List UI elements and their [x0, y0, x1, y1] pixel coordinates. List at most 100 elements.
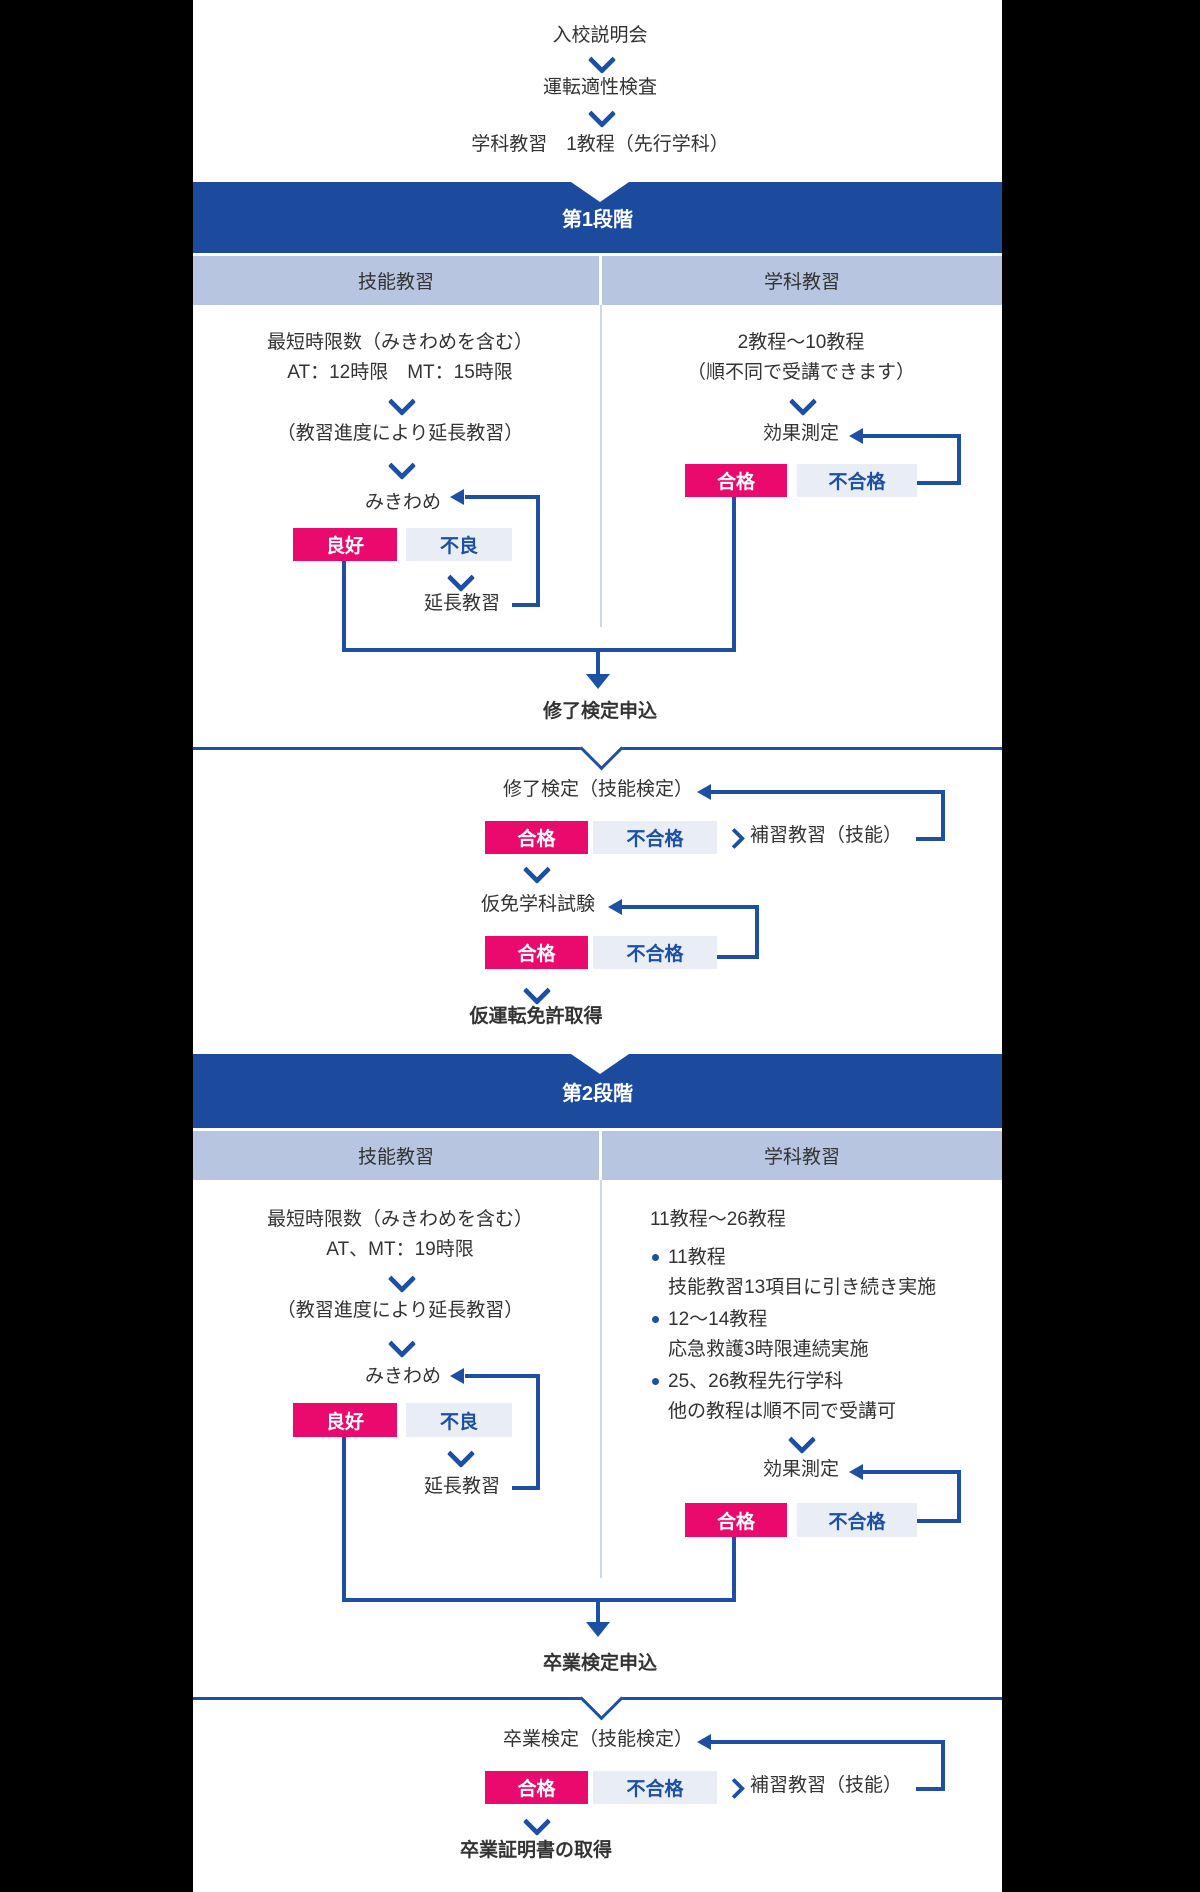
connector-line: [622, 905, 759, 909]
arrow-down-icon: [586, 1622, 610, 1637]
bullet-title: 25、26教程先行学科: [668, 1371, 844, 1392]
stage1-skill-extension-note: （教習進度により延長教習）: [276, 423, 524, 444]
stage1-banner-label: 第1段階: [561, 209, 634, 231]
connector-line: [755, 905, 759, 959]
stage1-academic-order-note: （順不同で受講できます）: [686, 362, 916, 383]
connector-line: [342, 1437, 346, 1602]
column-divider: [600, 1180, 602, 1578]
connector-line: [711, 790, 945, 794]
stage2-skill-header: 技能教習: [193, 1131, 599, 1180]
stage1-mikiwame-pass-badge: 良好: [293, 528, 397, 561]
chevron-down-icon: [788, 387, 818, 417]
chevron-down-icon: [387, 1264, 417, 1294]
stage2-effect-pass-badge: 合格: [685, 1503, 787, 1537]
arrow-down-icon: [586, 674, 610, 689]
connector-line: [957, 434, 961, 485]
stage1-apply-label: 修了検定申込: [542, 701, 658, 722]
bullet-icon: [652, 1378, 659, 1385]
chevron-right-icon: [723, 827, 746, 850]
arrow-left-icon: [849, 428, 863, 444]
stage2-mikiwame-fail-badge: 不良: [406, 1403, 512, 1437]
connector-line: [916, 837, 945, 841]
connector-line: [732, 497, 736, 652]
chevron-down-icon: [522, 976, 552, 1006]
banner-notch-arrow: [571, 182, 629, 202]
arrow-left-icon: [450, 1368, 464, 1384]
section-divider: [619, 1697, 1002, 1700]
stage2-apply-label: 卒業検定申込: [542, 1653, 658, 1674]
stage2-mikiwame-pass-badge: 良好: [293, 1403, 397, 1437]
arrow-left-icon: [849, 1464, 863, 1480]
final-test-pass-badge: 合格: [485, 1771, 588, 1804]
chevron-down-icon: [522, 855, 552, 885]
bullet-desc: 技能教習13項目に引き続き実施: [668, 1277, 937, 1298]
stage2-effect-fail-badge: 不合格: [797, 1503, 917, 1537]
connector-line: [917, 1519, 961, 1523]
stage2-effect-test-node: 効果測定: [762, 1459, 840, 1480]
chevron-down-icon: [446, 563, 476, 593]
arrow-left-icon: [450, 489, 464, 505]
connector-line: [717, 955, 759, 959]
connector-line: [917, 481, 961, 485]
midterm-test-node: 修了検定（技能検定）: [502, 779, 694, 800]
midterm-written-node: 仮免学科試験: [480, 894, 596, 915]
stage2-mikiwame-node: みきわめ: [364, 1366, 442, 1387]
connector-line: [465, 1374, 540, 1378]
intro-step-orientation: 入校説明会: [552, 25, 648, 46]
bullet-desc: 他の教程は順不同で受講可: [668, 1401, 897, 1422]
connector-line: [732, 1537, 736, 1602]
divider-notch-icon: [579, 1676, 624, 1721]
arrow-left-icon: [697, 784, 711, 800]
flowchart-canvas: 入校説明会 運転適性検査 学科教習 1教程（先行学科） 第1段階 技能教習 学科…: [193, 0, 1002, 1892]
stage1-skill-min-hours: 最短時限数（みきわめを含む）: [266, 332, 534, 353]
midterm-test-pass-badge: 合格: [485, 821, 588, 854]
bullet-icon: [652, 1316, 659, 1323]
bullet-title: 12～14教程: [668, 1309, 768, 1330]
section-divider: [193, 1697, 581, 1700]
stage2-academic-header: 学科教習: [602, 1131, 1002, 1180]
connector-line: [342, 1598, 736, 1602]
connector-line: [512, 603, 540, 607]
stage2-skill-hours-detail: AT、MT：19時限: [326, 1239, 474, 1260]
connector-line: [342, 561, 346, 652]
stage1-extend-node: 延長教習: [423, 593, 501, 614]
divider-notch-icon: [579, 726, 624, 771]
chevron-down-icon: [522, 1807, 552, 1837]
connector-line: [342, 648, 736, 652]
stage1-academic-range: 2教程～10教程: [737, 332, 865, 353]
connector-line: [536, 495, 540, 607]
stage1-skill-header: 技能教習: [193, 256, 599, 305]
stage2-skill-min-hours: 最短時限数（みきわめを含む）: [266, 1209, 534, 1230]
intro-step-aptitude-test: 運転適性検査: [542, 77, 658, 98]
connector-line: [863, 434, 961, 438]
stage1-effect-fail-badge: 不合格: [797, 464, 917, 497]
connector-line: [596, 648, 600, 676]
final-test-fail-badge: 不合格: [593, 1771, 717, 1804]
connector-line: [863, 1470, 961, 1474]
stage2-banner-label: 第2段階: [561, 1082, 634, 1105]
stage1-mikiwame-fail-badge: 不良: [406, 528, 512, 561]
connector-line: [536, 1374, 540, 1490]
stage1-academic-header: 学科教習: [602, 256, 1002, 305]
chevron-down-icon: [387, 387, 417, 417]
chevron-down-icon: [387, 1329, 417, 1359]
connector-line: [465, 495, 540, 499]
intro-step-first-lecture: 学科教習 1教程（先行学科）: [471, 134, 729, 155]
chevron-down-icon: [587, 99, 617, 129]
chevron-right-icon: [723, 1777, 746, 1800]
stage2-academic-heading: 11教程～26教程: [650, 1209, 786, 1230]
column-divider: [600, 305, 602, 627]
connector-line: [512, 1486, 540, 1490]
stage1-effect-test-node: 効果測定: [762, 423, 840, 444]
connector-line: [596, 1598, 600, 1624]
chevron-down-icon: [387, 451, 417, 481]
connector-line: [957, 1470, 961, 1523]
chevron-down-icon: [446, 1439, 476, 1469]
arrow-left-icon: [608, 899, 622, 915]
chevron-down-icon: [587, 45, 617, 75]
connector-line: [941, 790, 945, 841]
connector-line: [711, 1740, 945, 1744]
bullet-desc: 応急救護3時限連続実施: [668, 1339, 869, 1360]
final-test-node: 卒業検定（技能検定）: [502, 1729, 694, 1750]
